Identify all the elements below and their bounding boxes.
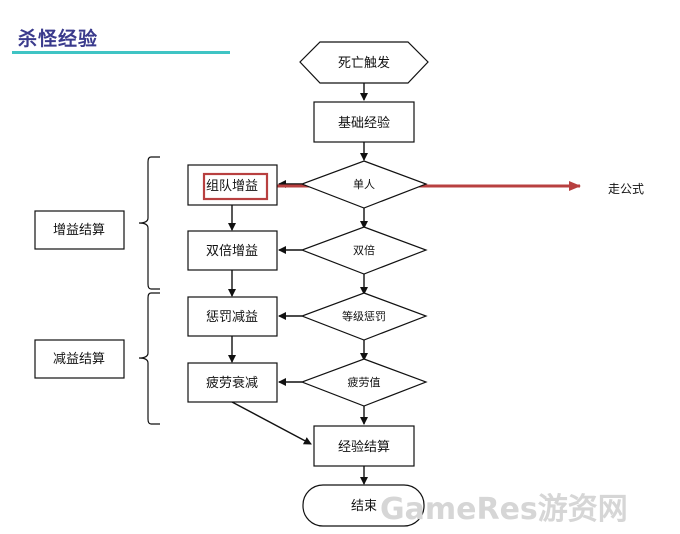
decision-fatigue-label: 疲劳值	[348, 375, 381, 389]
node-base-exp	[313, 101, 415, 143]
edge-fatigueb-settle	[231, 401, 312, 445]
watermark: GameRes游资网	[380, 492, 628, 527]
group-loss-box	[34, 339, 125, 379]
node-base-exp-label: 基础经验	[338, 115, 390, 131]
group-loss-label: 减益结算	[53, 352, 105, 367]
group-gain-box	[34, 210, 125, 250]
decision-level	[300, 292, 428, 341]
node-fatigue-decay	[187, 362, 278, 403]
group-gain-label: 增益结算	[53, 223, 105, 238]
node-death-trigger-label: 死亡触发	[338, 55, 390, 71]
node-double-bonus	[187, 230, 278, 271]
node-end-label: 结束	[351, 499, 377, 514]
title-underline	[12, 51, 230, 54]
node-fatigue-decay-label: 疲劳衰减	[206, 375, 258, 391]
node-death-trigger	[299, 41, 429, 84]
decision-single	[300, 160, 428, 209]
node-penalty	[187, 296, 278, 337]
loss-brace	[138, 292, 160, 425]
node-exp-settle	[313, 425, 415, 467]
node-penalty-label: 惩罚减益	[206, 310, 258, 325]
go-formula-label: 走公式	[608, 182, 644, 196]
gain-brace	[138, 156, 160, 290]
team-bonus-highlight	[202, 172, 269, 201]
decision-level-label: 等级惩罚	[342, 309, 386, 323]
page-title: 杀怪经验	[18, 28, 99, 50]
node-exp-settle-label: 经验结算	[338, 439, 390, 455]
decision-fatigue	[300, 358, 428, 407]
node-end	[302, 484, 425, 527]
decision-double-label: 双倍	[353, 243, 375, 257]
decision-double	[300, 226, 428, 275]
node-double-bonus-label: 双倍增益	[206, 244, 258, 259]
node-team-bonus-label: 组队增益	[206, 179, 258, 194]
decision-single-label: 单人	[353, 178, 375, 191]
